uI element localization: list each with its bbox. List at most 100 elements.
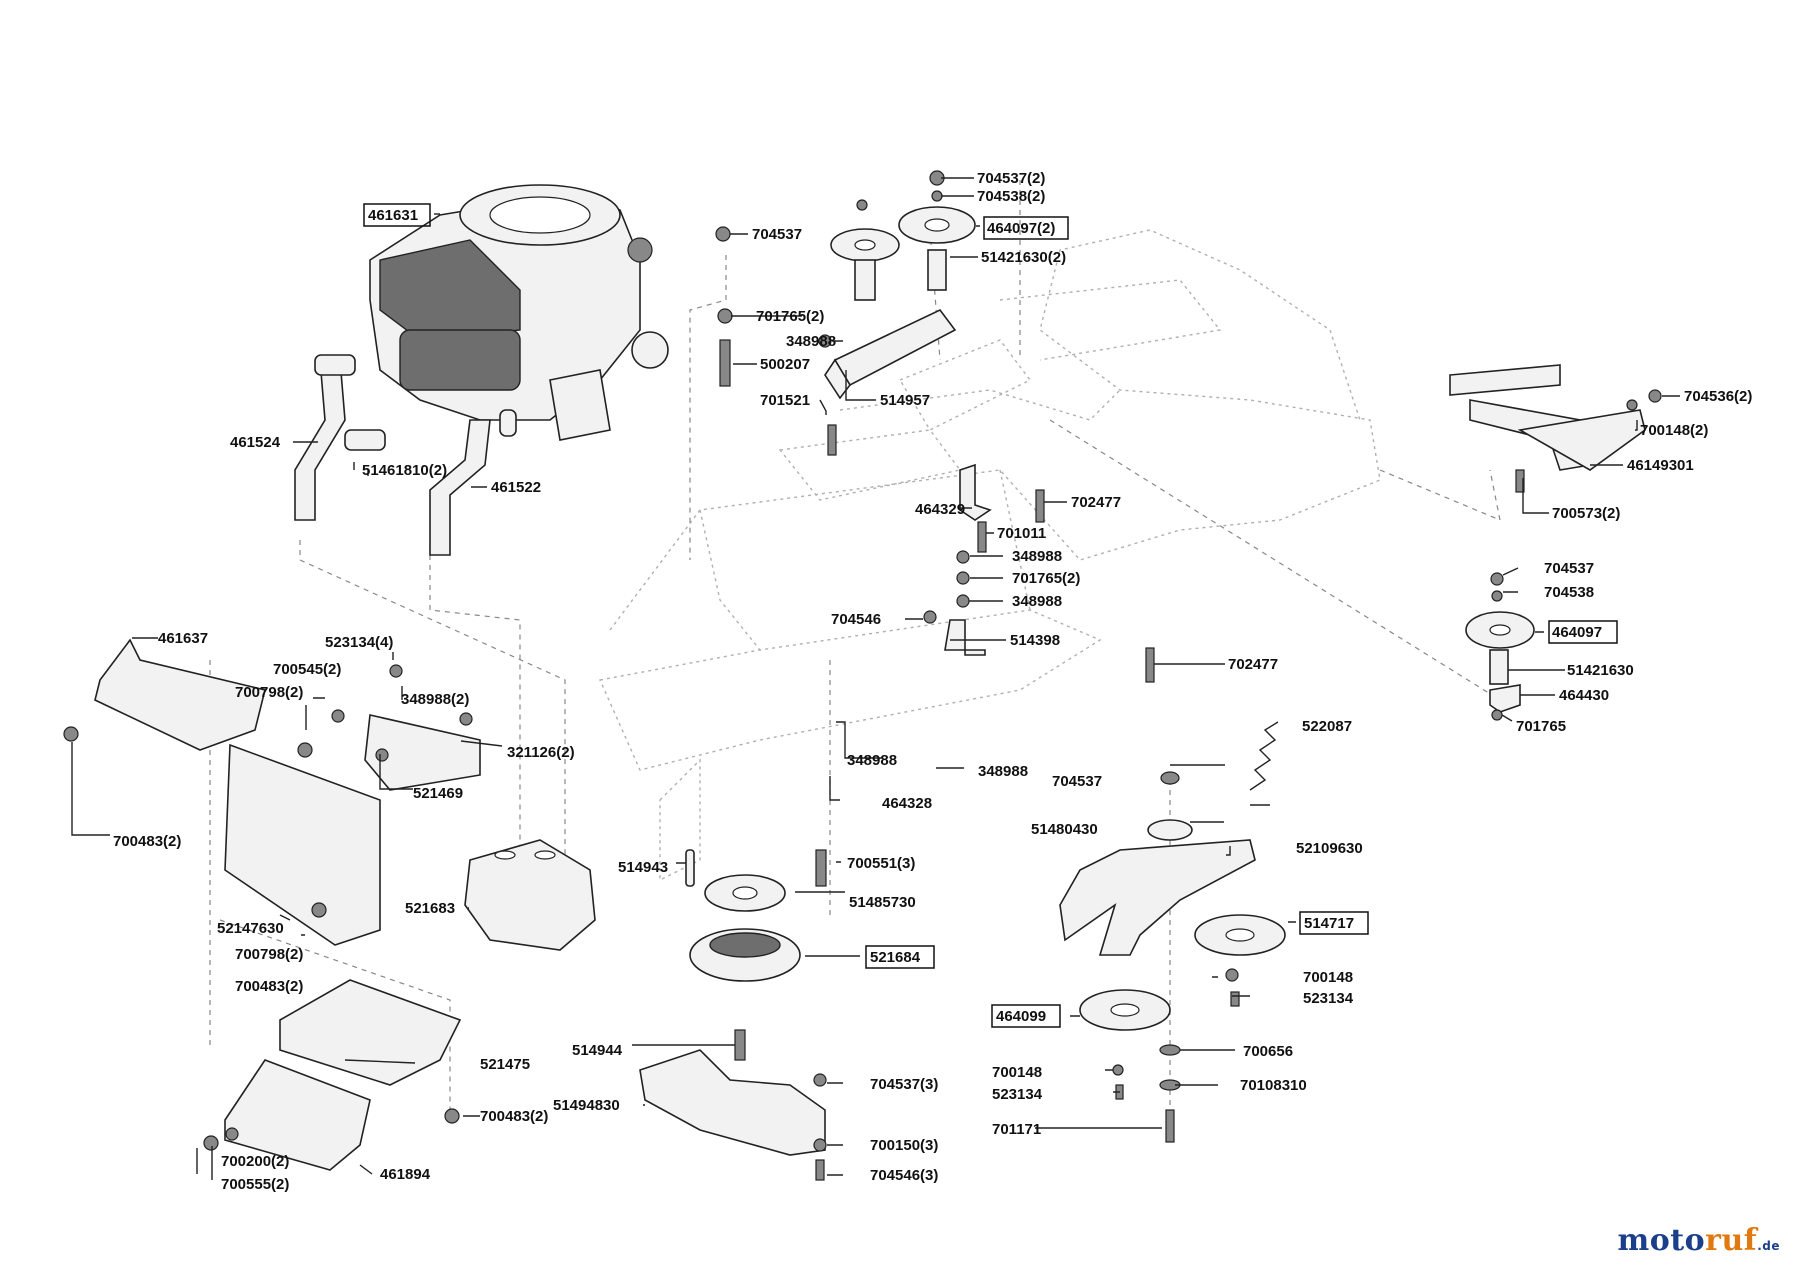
callout-701521: 701521: [760, 392, 810, 409]
callout-704537: 704537: [1544, 560, 1594, 577]
callout-701011: 701011: [997, 525, 1046, 542]
callout-700798-2: 700798(2): [235, 946, 303, 963]
callout-704537: 704537: [752, 226, 802, 243]
callout-704538: 704538: [1544, 584, 1594, 601]
callout-51480430: 51480430: [1031, 821, 1098, 838]
callout-514957: 514957: [880, 392, 930, 409]
callout-701765-2: 701765(2): [756, 308, 824, 325]
callout-348988: 348988: [978, 763, 1028, 780]
callout-321126-2: 321126(2): [507, 744, 575, 761]
muffler-521683: [464, 839, 596, 951]
callout-700483-2: 700483(2): [113, 833, 181, 850]
callout-51421630: 51421630: [1567, 662, 1634, 679]
callout-700555-2: 700555(2): [221, 1176, 289, 1193]
right-bracket-assembly: [1449, 364, 1662, 493]
callout-700148: 700148: [992, 1064, 1042, 1081]
callout-348988: 348988: [786, 333, 836, 350]
callout-boxes: [363, 203, 1618, 1028]
callout-52147630: 52147630: [217, 920, 284, 937]
engine-461631: [369, 184, 669, 441]
idler-assembly: [1059, 721, 1286, 1143]
bracket-514957: [824, 308, 957, 400]
callout-461522: 461522: [491, 479, 541, 496]
callout-704546-3: 704546(3): [870, 1167, 938, 1184]
callout-700483-2: 700483(2): [480, 1108, 548, 1125]
callout-523134: 523134: [1303, 990, 1354, 1007]
callout-701171: 701171: [992, 1121, 1041, 1138]
callout-521469: 521469: [413, 785, 463, 802]
callout-521475: 521475: [480, 1056, 530, 1073]
callout-701765: 701765: [1516, 718, 1566, 735]
callout-700148-2: 700148(2): [1640, 422, 1708, 439]
callout-523134: 523134: [992, 1086, 1043, 1103]
callout-51421630-2: 51421630(2): [981, 249, 1066, 266]
callout-514717: 514717: [1304, 915, 1354, 932]
callout-521684: 521684: [870, 949, 921, 966]
callout-51485730: 51485730: [849, 894, 916, 911]
callout-514398: 514398: [1010, 632, 1060, 649]
callout-box-464097: [1548, 620, 1618, 644]
callout-464329: 464329: [915, 501, 965, 518]
callout-700551-3: 700551(3): [847, 855, 915, 872]
callout-704546: 704546: [831, 611, 881, 628]
callout-464097: 464097: [1552, 624, 1602, 641]
callout-701765-2: 701765(2): [1012, 570, 1080, 587]
callout-348988: 348988: [1012, 593, 1062, 610]
center-hardware: [923, 463, 1155, 683]
chassis-frame: [599, 229, 1381, 882]
callout-box-464097-2: [983, 216, 1069, 240]
callout-521683: 521683: [405, 900, 455, 917]
callout-box-514717: [1299, 911, 1369, 935]
callout-700656: 700656: [1243, 1043, 1293, 1060]
callout-461637: 461637: [158, 630, 208, 647]
callout-51461810-2: 51461810(2): [362, 462, 447, 479]
callout-514943: 514943: [618, 859, 668, 876]
callout-464328: 464328: [882, 795, 932, 812]
callout-523134-4: 523134(4): [325, 634, 393, 651]
callout-box-461631: [363, 203, 431, 227]
callout-514944: 514944: [572, 1042, 623, 1059]
clutch-group: [639, 849, 827, 1181]
callout-522087: 522087: [1302, 718, 1352, 735]
callout-348988: 348988: [1012, 548, 1062, 565]
left-shields: [63, 638, 481, 1171]
callout-700150-3: 700150(3): [870, 1137, 938, 1154]
callout-461631: 461631: [368, 207, 418, 224]
callout-labels: 461631 704537(2) 704538(2) 464097(2) 514…: [113, 170, 1752, 1193]
callout-704538-2: 704538(2): [977, 188, 1045, 205]
callout-700483-2: 700483(2): [235, 978, 303, 995]
left-hardware-stack: [715, 226, 837, 456]
callout-704536-2: 704536(2): [1684, 388, 1752, 405]
callout-70108310: 70108310: [1240, 1077, 1307, 1094]
callout-704537-2: 704537(2): [977, 170, 1045, 187]
callout-702477: 702477: [1071, 494, 1121, 511]
right-pulley-group: [1465, 572, 1535, 721]
callout-box-464099: [991, 1004, 1061, 1028]
callout-700148: 700148: [1303, 969, 1353, 986]
callout-464097-2: 464097(2): [987, 220, 1055, 237]
leader-lines: [71, 177, 1680, 1180]
exhaust-pipes: [294, 354, 517, 556]
callout-461894: 461894: [380, 1166, 431, 1183]
brand-logo-part2: ruf: [1705, 1223, 1758, 1258]
callout-704537-3: 704537(3): [870, 1076, 938, 1093]
callout-702477: 702477: [1228, 656, 1278, 673]
brand-logo: motoruf.de: [1618, 1223, 1780, 1258]
callout-700200-2: 700200(2): [221, 1153, 289, 1170]
callout-704537: 704537: [1052, 773, 1102, 790]
callout-51494830: 51494830: [553, 1097, 620, 1114]
top-pulleys: [830, 170, 976, 301]
callout-46149301: 46149301: [1627, 457, 1694, 474]
callout-348988-2: 348988(2): [401, 691, 469, 708]
callout-348988: 348988: [847, 752, 897, 769]
callout-464099: 464099: [996, 1008, 1046, 1025]
callout-464430: 464430: [1559, 687, 1609, 704]
callout-500207: 500207: [760, 356, 810, 373]
callout-700798-2: 700798(2): [235, 684, 303, 701]
brand-logo-part3: .de: [1757, 1239, 1780, 1253]
callout-box-521684: [865, 945, 935, 969]
callout-700545-2: 700545(2): [273, 661, 341, 678]
callout-52109630: 52109630: [1296, 840, 1363, 857]
